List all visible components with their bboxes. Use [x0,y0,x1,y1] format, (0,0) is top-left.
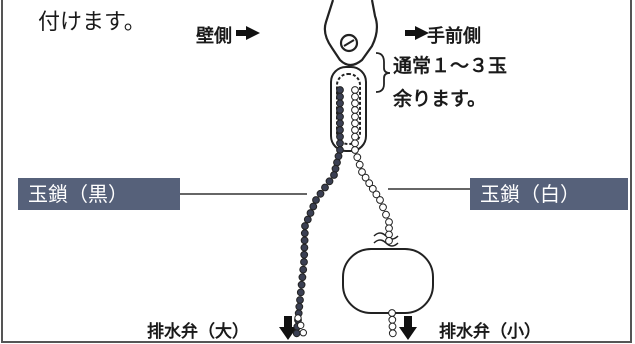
chain-bead [294,314,302,322]
chain-bead [358,168,366,176]
chain-bead [336,112,344,121]
white-chain-label: 玉鎖（白） [470,178,628,210]
chain-bead [385,236,393,245]
chain-bead [297,280,306,289]
chain-bead [300,236,309,245]
chain-bead [372,190,381,199]
black-chain-label: 玉鎖（黒） [18,178,180,210]
chain-bead [382,210,390,219]
chain-bead [365,179,374,188]
chain-bead [336,99,344,108]
wall-side-label: 壁側 [196,26,232,47]
chain-bead [336,132,344,141]
note-line-2: 余ります。 [393,88,487,110]
chain-bead [300,258,308,266]
chain-bead [368,184,377,193]
black-bead-chain [292,86,344,338]
chain-bead [351,146,359,154]
chain-bead [336,139,344,148]
chain-bead [385,218,393,226]
arrow-right-icon [405,26,429,40]
chain-bead [379,203,387,212]
chain-bead [355,160,364,169]
chain-bead [361,173,370,182]
chain-bead [300,243,309,252]
chain-bead [298,273,307,282]
chain-bead [300,250,309,259]
chain-bead [351,112,359,121]
drain-valve-large-label: 排水弁（大） [147,322,249,342]
chain-bead [333,158,341,167]
chain-bead [334,152,343,161]
chain-bead [325,177,334,186]
chain-bead [336,146,344,154]
chain-bead [299,329,307,337]
chain-bead [336,106,344,114]
chain-bead [292,329,301,338]
chain-bead [306,209,315,217]
arrow-down-small-icon [399,316,417,340]
chain-bead [296,288,305,297]
chain-bead [388,322,397,331]
chain-bead [297,321,305,329]
chain-bead [336,126,344,134]
chain-bead [376,196,384,204]
chain-bead [312,196,320,204]
chain-bead [388,329,397,338]
chain-bead [331,164,340,173]
chain-bead [336,86,344,94]
note-brace [375,52,391,93]
chain-bead [301,222,309,230]
chain-bead [299,265,308,274]
chain-bead [300,229,309,238]
float [342,232,434,314]
chain-bead [316,189,325,198]
chain-bead [388,315,397,324]
chain-bead [296,296,304,304]
chain-bead [330,171,338,179]
chain-bead [351,99,359,108]
chain-bead [351,106,359,114]
arrow-down-large-icon [279,316,297,340]
chain-bead [351,92,359,101]
chain-bead [351,86,359,94]
chain-bead [336,92,344,101]
chain-bead [309,202,318,211]
lever-handle [323,0,379,67]
chain-bead [295,302,304,311]
drain-valve-small-label: 排水弁（小） [439,322,541,342]
chain-bead [388,309,396,317]
chain-bead [385,230,393,239]
chain-bead [303,215,312,224]
chain-bead [351,139,359,148]
front-side-label: 手前側 [427,26,481,47]
intro-text: 付けます。 [38,10,146,35]
chain-bead [353,153,362,162]
chain-bead [351,119,359,128]
note-line-1: 通常１～３玉 [393,55,508,77]
chain-bead [321,183,329,192]
arrow-left-icon [236,26,260,40]
white-bead-chain [294,86,397,338]
chain-bead [351,132,359,141]
chain-bead [351,126,359,134]
chain-bead [336,119,344,128]
